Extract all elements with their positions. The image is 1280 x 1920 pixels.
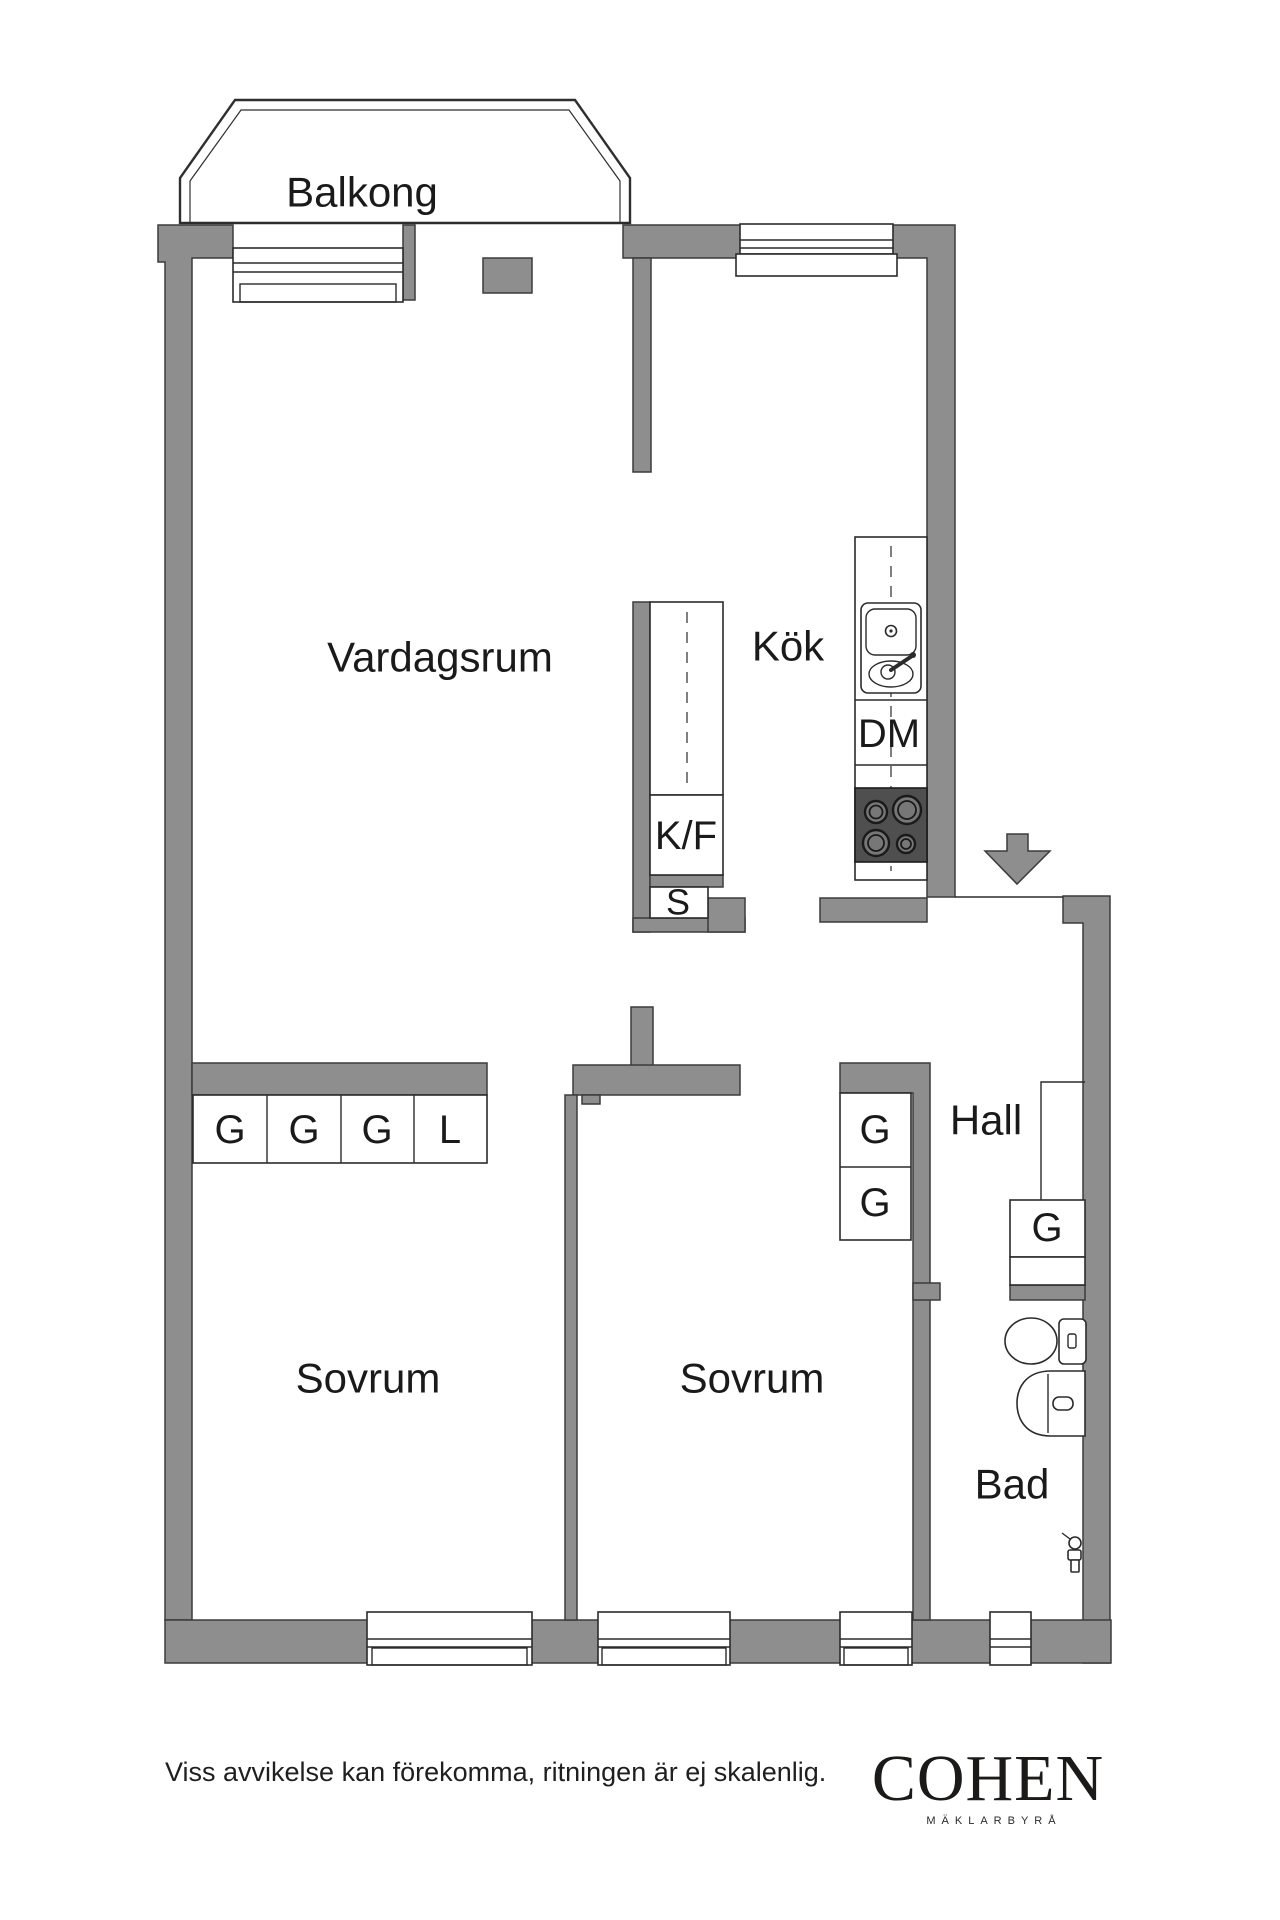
wall-pantry-step: [707, 897, 746, 933]
brand-logo: COHEN: [872, 1742, 1104, 1815]
kitchen-tall-cabinet: [649, 601, 724, 919]
wall-kitchen-stub: [819, 897, 928, 923]
wardrobe-label: G: [859, 1108, 890, 1152]
wall-top-right: [622, 224, 956, 898]
entrance-arrow-icon: [983, 833, 1052, 886]
hall-shelf: [1009, 1256, 1086, 1286]
sink-icon: [860, 602, 922, 694]
living-room-label: Vardagsrum: [327, 634, 553, 681]
kitchen-label: Kök: [752, 623, 825, 670]
stove-icon: [854, 787, 928, 863]
brand-sub-label: MÄKLARBYRÅ: [926, 1814, 1061, 1827]
pantry-box: [649, 886, 709, 919]
bedroom2-window-2: [839, 1611, 913, 1666]
bath-sink-icon: [1016, 1370, 1086, 1437]
wall-hall-bath: [1009, 1284, 1086, 1301]
bath-window: [989, 1611, 1032, 1666]
wall-band-notch: [581, 1094, 601, 1105]
fridge-freezer-label: K/F: [655, 814, 717, 858]
balcony-label: Balkong: [286, 169, 438, 216]
bath-label: Bad: [975, 1461, 1050, 1508]
toilet-icon: [1004, 1317, 1087, 1365]
dishwasher-label: DM: [858, 712, 920, 756]
hall-closet: [1009, 1081, 1086, 1286]
kitchen-window: [735, 223, 898, 277]
walls: [157, 224, 1112, 1664]
wardrobe-label: G: [859, 1181, 890, 1225]
wall-kitchen-divider-upper: [632, 257, 652, 473]
wall-bath-door-stub: [912, 1282, 941, 1301]
wall-cabinet-strip: [632, 601, 651, 933]
shower-fixture-icon: [1061, 1532, 1082, 1573]
wardrobe-label: G: [214, 1108, 245, 1152]
pantry-label: S: [666, 882, 690, 923]
bedroom2-label: Sovrum: [680, 1355, 825, 1402]
bedroom1-window: [366, 1611, 533, 1666]
wardrobe-label: L: [439, 1108, 461, 1152]
wardrobe-label: G: [361, 1108, 392, 1152]
hall-label: Hall: [950, 1097, 1022, 1144]
wardrobe-label: G: [1031, 1206, 1062, 1250]
wall-balcony-jamb: [482, 257, 533, 294]
fridge-freezer-box: [649, 794, 724, 876]
bedroom2-wardrobes: [839, 1092, 912, 1241]
wall-window-pier: [402, 224, 416, 301]
balcony: [178, 98, 632, 225]
wall-band-bedroom1: [191, 1062, 488, 1096]
wall-left: [157, 224, 234, 1621]
living-room-window: [232, 247, 404, 303]
bedroom2-window: [597, 1611, 731, 1666]
wall-t-stub: [630, 1006, 654, 1068]
balcony-wall-inner: [189, 109, 621, 223]
hall-wardrobe-box: [1009, 1199, 1086, 1258]
wall-band-bedroom2: [572, 1064, 741, 1096]
kitchen-counter: [854, 536, 928, 881]
bedroom1-wardrobes: [192, 1094, 488, 1164]
bedroom1-label: Sovrum: [296, 1355, 441, 1402]
disclaimer-text: Viss avvikelse kan förekomma, ritningen …: [165, 1757, 826, 1787]
wall-bedroom-divider: [564, 1094, 578, 1621]
wardrobe-label: G: [288, 1108, 319, 1152]
